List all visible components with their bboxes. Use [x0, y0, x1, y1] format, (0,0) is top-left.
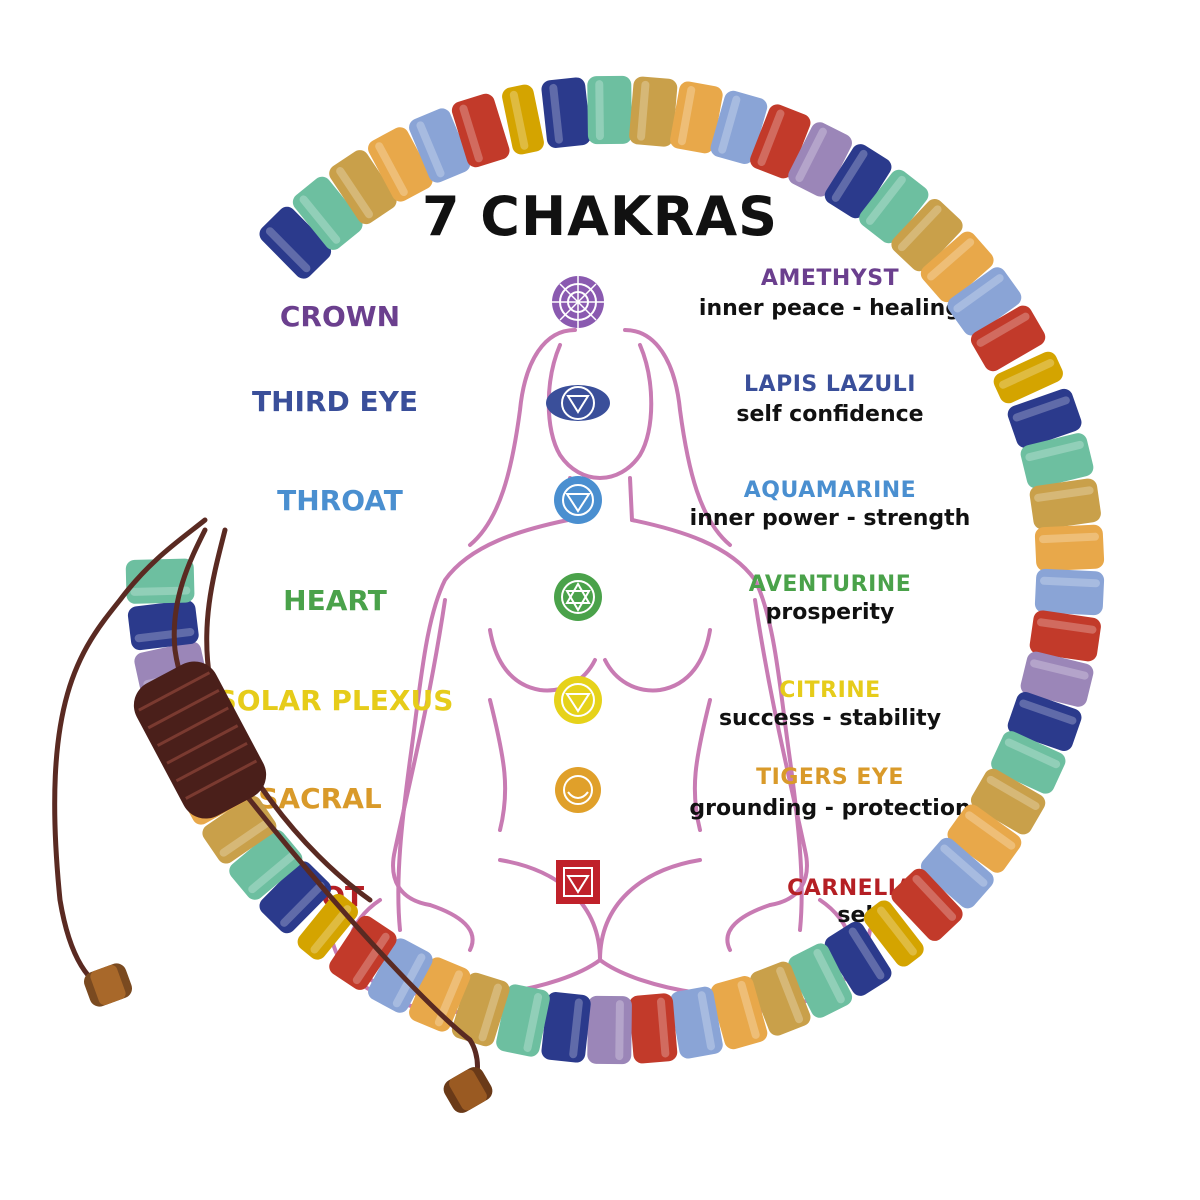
stone-bead — [920, 231, 994, 303]
stone-meaning-aventurine: prosperity — [765, 600, 895, 625]
stone-bead — [292, 176, 363, 250]
stone-name-aventurine: AVENTURINE — [748, 572, 912, 597]
stone-meaning-lapis-lazuli: self confidence — [736, 402, 924, 427]
chakra-label-crown: CROWN — [279, 300, 401, 333]
stone-bead — [788, 122, 852, 197]
stone-bead — [629, 76, 678, 147]
stone-bead — [1020, 433, 1094, 489]
stone-bead — [670, 986, 723, 1059]
stone-bead — [259, 206, 332, 279]
stone-bead — [788, 943, 853, 1018]
chakra-label-solar-plexus: SOLAR PLEXUS — [216, 684, 454, 717]
stone-bead — [127, 600, 199, 651]
stone-bead — [1029, 610, 1101, 662]
gold-spacer-bead — [863, 900, 924, 967]
stone-bead — [824, 921, 892, 996]
stone-bead — [1034, 568, 1105, 616]
stone-bead — [451, 972, 510, 1047]
stone-bead — [670, 81, 723, 154]
stone-bead — [710, 90, 768, 164]
stone-bead — [451, 93, 510, 168]
stone-name-citrine: CITRINE — [779, 678, 881, 703]
stone-bead — [859, 169, 929, 244]
stone-bead — [891, 868, 963, 941]
stone-bead — [541, 77, 591, 148]
chakra-label-third-eye: THIRD EYE — [251, 385, 419, 418]
chakra-label-heart: HEART — [283, 584, 387, 617]
stone-bead — [920, 837, 994, 909]
gold-spacer-bead — [502, 84, 544, 155]
stone-bead — [587, 995, 632, 1065]
cord-end-bead-left — [83, 963, 133, 1007]
stone-bead — [824, 144, 892, 219]
crown-chakra-icon — [552, 276, 604, 328]
stone-bead — [587, 75, 632, 145]
stone-bead — [1020, 651, 1094, 707]
stone-bead — [1007, 388, 1082, 448]
stone-bead — [1029, 478, 1101, 530]
stone-meaning-citrine: success - stability — [718, 706, 942, 731]
sliding-knot — [133, 661, 267, 819]
stone-bead — [970, 768, 1046, 835]
stone-bead — [891, 198, 963, 272]
stone-bead — [710, 976, 768, 1050]
chakra-label-throat: THROAT — [277, 484, 403, 517]
stone-bead — [329, 150, 397, 225]
page-title: 7 CHAKRAS — [421, 185, 779, 248]
stone-bead — [329, 915, 397, 990]
stone-meaning-amethyst: inner peace - healing — [698, 296, 962, 321]
stone-bead — [1034, 524, 1105, 572]
stone-bead — [541, 992, 591, 1063]
stone-bead — [947, 267, 1022, 336]
stone-bead — [229, 829, 303, 900]
stone-bead — [368, 127, 433, 202]
stone-name-aquamarine: AQUAMARINE — [743, 478, 917, 503]
solar-plexus-chakra-icon — [554, 676, 602, 724]
root-chakra-icon — [556, 860, 600, 904]
stone-name-tigers-eye: TIGERS EYE — [756, 765, 904, 790]
stone-bead — [629, 993, 678, 1064]
gold-spacer-bead — [993, 351, 1063, 404]
cord-end-bead-right — [443, 1067, 493, 1113]
stone-bead — [1007, 692, 1082, 751]
stone-bead — [970, 305, 1046, 372]
stone-bead — [496, 984, 550, 1057]
stone-meaning-tigers-eye: grounding - protection — [689, 796, 971, 821]
sacral-chakra-icon — [555, 767, 601, 813]
stone-meaning-aquamarine: inner power - strength — [689, 506, 971, 531]
stone-bead — [409, 108, 471, 183]
third-eye-chakra-icon — [546, 385, 610, 421]
stone-name-amethyst: AMETHYST — [760, 266, 900, 291]
stone-name-lapis-lazuli: LAPIS LAZULI — [744, 372, 916, 397]
heart-chakra-icon — [554, 573, 602, 621]
stone-bead — [750, 961, 811, 1036]
throat-chakra-icon — [554, 476, 602, 524]
stone-bead — [947, 804, 1022, 873]
